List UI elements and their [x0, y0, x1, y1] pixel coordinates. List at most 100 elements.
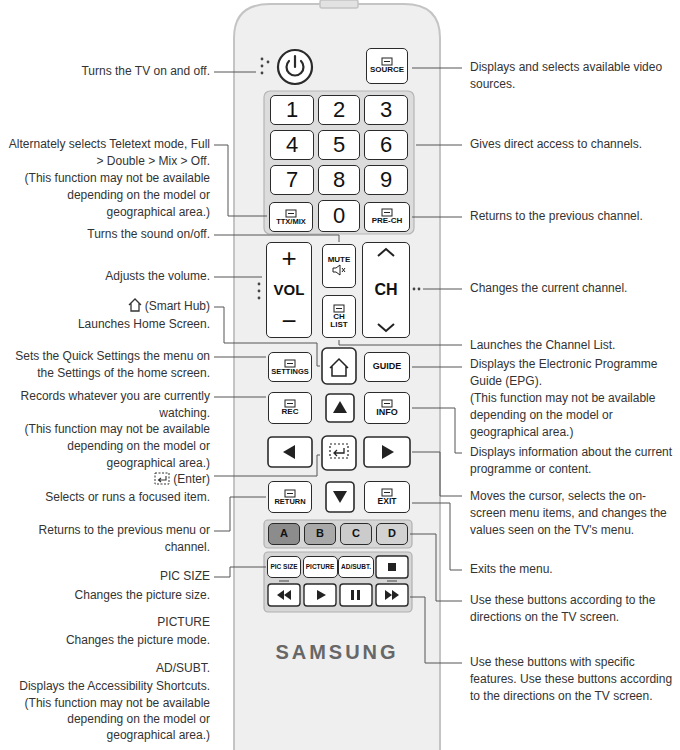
callout-text-box: PIC SIZE [0, 568, 210, 585]
tactile-dot [418, 288, 421, 291]
leader-line [214, 235, 339, 242]
leader-line [410, 534, 462, 601]
button-label: 0 [333, 204, 345, 227]
leader-line [423, 289, 462, 290]
callout-text-box: Launches Home Screen. [0, 316, 210, 333]
number-panel [264, 91, 414, 234]
button-label: EXIT [378, 497, 397, 506]
pic-size-button: PIC SIZE [267, 556, 301, 578]
leader-line [214, 567, 266, 577]
callout-text-box: Gives direct access to channels. [470, 136, 675, 153]
callout-text-box: Changes the picture mode. [0, 632, 210, 649]
leader-line [416, 145, 462, 146]
callout-text: Displays the Accessibility Shortcuts. [19, 679, 210, 693]
power-button [278, 50, 312, 84]
leader-line [214, 455, 320, 476]
leader-line [214, 145, 267, 216]
button-label: AD/SUBT. [341, 564, 371, 571]
down-arrow [333, 491, 347, 503]
callout-text-box: Changes the picture size. [0, 587, 210, 604]
leader-line [412, 408, 462, 453]
number-button: 2 [318, 95, 360, 125]
skip-mark [279, 581, 397, 582]
callout-text: (Smart Hub) [145, 299, 210, 313]
pause-symbol [351, 590, 354, 600]
leader-line [412, 452, 462, 496]
callout-text-box: Turns the sound on/off. [0, 226, 210, 243]
play-symbol [317, 590, 326, 600]
left-arrow [283, 445, 295, 459]
power-symbol [286, 56, 303, 76]
right-arrow [382, 445, 394, 459]
remote-housing [234, 4, 440, 750]
button-icon [332, 264, 346, 276]
callout-text: Gives direct access to channels. [470, 137, 642, 151]
button-label: SETTINGS [271, 368, 309, 376]
callout-text-box: Sets the Quick Settings the menu on the … [0, 348, 210, 382]
button-icon [381, 57, 393, 66]
button-label: PIC SIZE [270, 564, 297, 571]
callout-text: Adjusts the volume. [105, 269, 210, 283]
button-icon [284, 359, 296, 368]
callout-text-box: (Enter) [0, 471, 210, 488]
callout-text-box: PICTURE [0, 614, 210, 631]
leader-line [412, 367, 462, 368]
colour-button: B [304, 523, 336, 545]
left-button [268, 437, 312, 467]
number-button: 6 [364, 130, 408, 160]
play-button [304, 584, 336, 606]
leader-line [412, 68, 462, 69]
callout-text: (This function may not be available depe… [25, 171, 210, 219]
callout-text-box: (This function may not be available depe… [0, 421, 210, 472]
callout-text: Records whatever you are currently watch… [21, 389, 210, 420]
button-label: 4 [286, 133, 298, 156]
callout-text: Moves the cursor, selects the on-screen … [470, 489, 667, 537]
home-symbol [330, 359, 348, 376]
leader-line [214, 397, 266, 398]
home-button [322, 348, 356, 384]
callout-text: Launches Home Screen. [78, 317, 210, 331]
callout-text-box: Displays the Electronic Programme Guide … [470, 356, 675, 390]
media-panel [264, 552, 412, 612]
callout-text: Displays and selects available video sou… [470, 60, 662, 91]
callout-text-box: Adjusts the volume. [0, 268, 210, 285]
leader-line [214, 277, 262, 278]
ad-subt-button: AD/SUBT. [338, 556, 374, 578]
callout-text: Changes the picture mode. [66, 633, 210, 647]
button-label: + [281, 247, 296, 270]
button-label: 2 [333, 98, 345, 121]
tactile-dot [258, 290, 261, 293]
button-label: 9 [380, 168, 392, 191]
button-label: TTX/MIX [276, 218, 306, 226]
picture-button: PICTURE [303, 556, 338, 578]
button-label: 8 [333, 168, 345, 191]
volume-rocker: +VOL− [266, 242, 312, 338]
button-icon [381, 488, 393, 497]
callout-text-box: Returns to the previous menu or channel. [0, 522, 210, 556]
channel-list-button: CH LIST [322, 295, 356, 338]
tactile-dot [261, 58, 264, 61]
down-button [326, 482, 354, 512]
button-icon [381, 399, 393, 408]
button-label: SOURCE [370, 66, 404, 74]
colour-panel [264, 520, 412, 548]
forward-button [376, 584, 408, 606]
callout-text-box: AD/SUBT. [0, 660, 210, 677]
teletext-button: TTX/MIX [269, 202, 313, 232]
number-button: 7 [270, 165, 314, 195]
leader-line [214, 72, 256, 73]
button-label: REC [282, 408, 299, 416]
record-button: REC [268, 392, 312, 424]
rewind-button [268, 584, 300, 606]
right-button [364, 437, 410, 467]
forward-symbol [392, 590, 399, 600]
callout-text: (This function may not be available depe… [470, 391, 655, 439]
callout-text-box: Alternately selects Teletext mode, Full … [0, 136, 210, 170]
tactile-dot [413, 288, 416, 291]
exit-button: EXIT [364, 481, 410, 513]
pause-button [340, 584, 372, 606]
callout-text: PIC SIZE [160, 569, 210, 583]
callout-text-box: Changes the current channel. [470, 280, 675, 297]
leader-line [412, 217, 462, 218]
callout-text-box: Displays the Accessibility Shortcuts. [0, 678, 210, 695]
